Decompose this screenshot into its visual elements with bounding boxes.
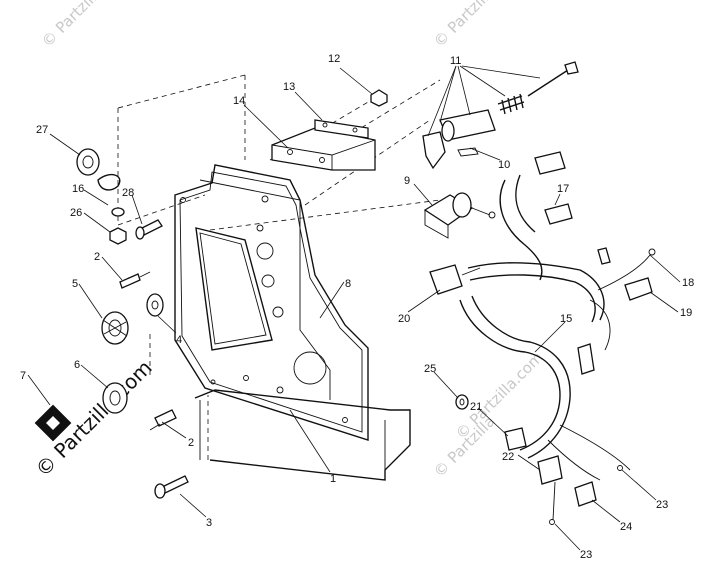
callout-27: 27 — [36, 124, 48, 136]
side-panel — [174, 164, 369, 441]
washer-4 — [146, 293, 164, 317]
callout-1: 1 — [330, 473, 336, 485]
callout-8: 8 — [345, 278, 351, 290]
callout-9: 9 — [404, 175, 410, 187]
callout-12: 12 — [328, 53, 340, 65]
callout-24: 24 — [620, 521, 632, 533]
knob-6 — [102, 382, 128, 414]
wire-harness-15 — [429, 151, 656, 525]
callout-26: 26 — [70, 207, 82, 219]
screw-2b — [149, 409, 177, 431]
callout-21: 21 — [470, 401, 482, 413]
callout-17: 17 — [557, 183, 569, 195]
callout-5: 5 — [72, 278, 78, 290]
nut-12 — [370, 89, 388, 107]
washer-27 — [76, 148, 100, 176]
knob-5 — [101, 311, 129, 345]
callout-25: 25 — [424, 363, 436, 375]
callout-14: 14 — [233, 95, 245, 107]
callout-2b: 2 — [188, 437, 194, 449]
grommet-25 — [455, 394, 469, 410]
construction-lines — [117, 74, 441, 460]
callout-23b: 23 — [580, 549, 592, 561]
callout-4: 4 — [176, 334, 182, 346]
clip-16 — [97, 173, 121, 191]
watermark-center: © Partzilla.com — [452, 348, 547, 443]
key-switch-9 — [423, 192, 496, 239]
callout-23a: 23 — [656, 499, 668, 511]
callout-3: 3 — [206, 517, 212, 529]
partzilla-logo: © Partzilla.com — [31, 355, 157, 481]
callout-labels: 1 2 2 3 4 5 6 7 8 9 10 11 12 13 14 15 16… — [20, 53, 694, 561]
callout-22: 22 — [502, 451, 514, 463]
callout-28: 28 — [122, 187, 134, 199]
screw-2a — [119, 271, 151, 289]
bolt-3 — [154, 475, 189, 499]
nut-26 — [109, 227, 127, 245]
callout-7: 7 — [20, 370, 26, 382]
callout-6: 6 — [74, 359, 80, 371]
callout-2a: 2 — [94, 251, 100, 263]
bolt-28 — [135, 219, 163, 240]
washer-16b — [111, 207, 125, 217]
watermark-top-left: © Partzilla — [38, 0, 107, 51]
lower-frame — [194, 389, 411, 481]
callout-20: 20 — [398, 313, 410, 325]
plate-13 — [314, 119, 369, 139]
switch-assembly-10 — [422, 61, 579, 170]
watermark-top-right: © Partzilla — [430, 0, 499, 51]
callout-16: 16 — [72, 183, 84, 195]
callout-15: 15 — [560, 313, 572, 325]
leader-lines — [27, 65, 681, 551]
callout-10: 10 — [498, 159, 510, 171]
callout-13: 13 — [283, 81, 295, 93]
callout-19: 19 — [680, 307, 692, 319]
callout-11: 11 — [450, 55, 461, 67]
callout-18: 18 — [682, 277, 694, 289]
